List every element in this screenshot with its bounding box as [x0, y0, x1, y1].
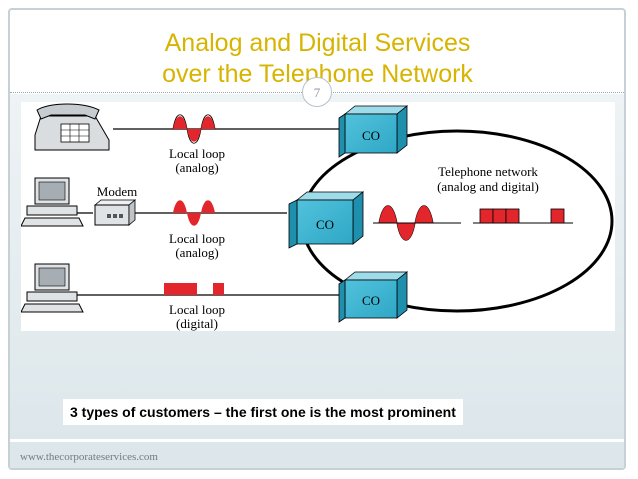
loop-3-label-line-1: Local loop [169, 302, 225, 317]
central-office-2: CO [288, 191, 365, 249]
slide-number: 7 [302, 77, 332, 107]
loop-2-label-line-2: (analog) [175, 245, 218, 260]
loop-2-wave-top [173, 200, 215, 213]
central-office-1: CO [338, 105, 409, 158]
network-digital-pulse [479, 208, 494, 224]
footer-bar [10, 442, 624, 468]
loop-2-wave-bottom [187, 213, 201, 226]
footer-url: www.thecorporateservices.com [20, 451, 158, 463]
loop-1-wave-top [173, 116, 215, 129]
loop-1-analog-wave [172, 114, 216, 144]
title-line-1: Analog and Digital Services [164, 29, 471, 57]
network-analog-wave-fill-top [379, 205, 433, 223]
telephone-network-diagram: Telephone network (analog and digital) L… [21, 102, 615, 331]
loop-3-digital-pulse [213, 283, 224, 295]
co-label: CO [362, 128, 380, 143]
slide-caption: 3 types of customers – the first one is … [63, 399, 463, 425]
loop-3-digital-pulse [164, 283, 175, 295]
co-label: CO [316, 217, 334, 232]
co-label: CO [362, 293, 380, 308]
loop-1-wave-bottom [187, 129, 201, 142]
modem-label: Modem [97, 184, 137, 199]
computer-icon [21, 263, 84, 313]
slide-title: Analog and Digital Services over the Tel… [110, 28, 525, 90]
network-analog-wave-fill-bottom [397, 223, 415, 241]
network-digital-pulse [492, 208, 507, 224]
central-office-3: CO [338, 271, 409, 323]
network-label-line-1: Telephone network [438, 164, 538, 179]
loop-3-digital-pulse [175, 283, 186, 295]
computer-icon [21, 177, 84, 227]
loop-1-label-line-1: Local loop [169, 146, 225, 161]
modem-icon [93, 199, 137, 226]
telephone-icon [34, 103, 110, 151]
loop-3-label-line-2: (digital) [176, 316, 218, 331]
network-digital-pulse [550, 208, 565, 224]
network-digital-pulse [505, 208, 520, 224]
loop-2-label-line-1: Local loop [169, 231, 225, 246]
network-label-line-2: (analog and digital) [437, 179, 539, 194]
loop-1-label-line-2: (analog) [175, 160, 218, 175]
loop-3-digital-pulse [186, 283, 197, 295]
